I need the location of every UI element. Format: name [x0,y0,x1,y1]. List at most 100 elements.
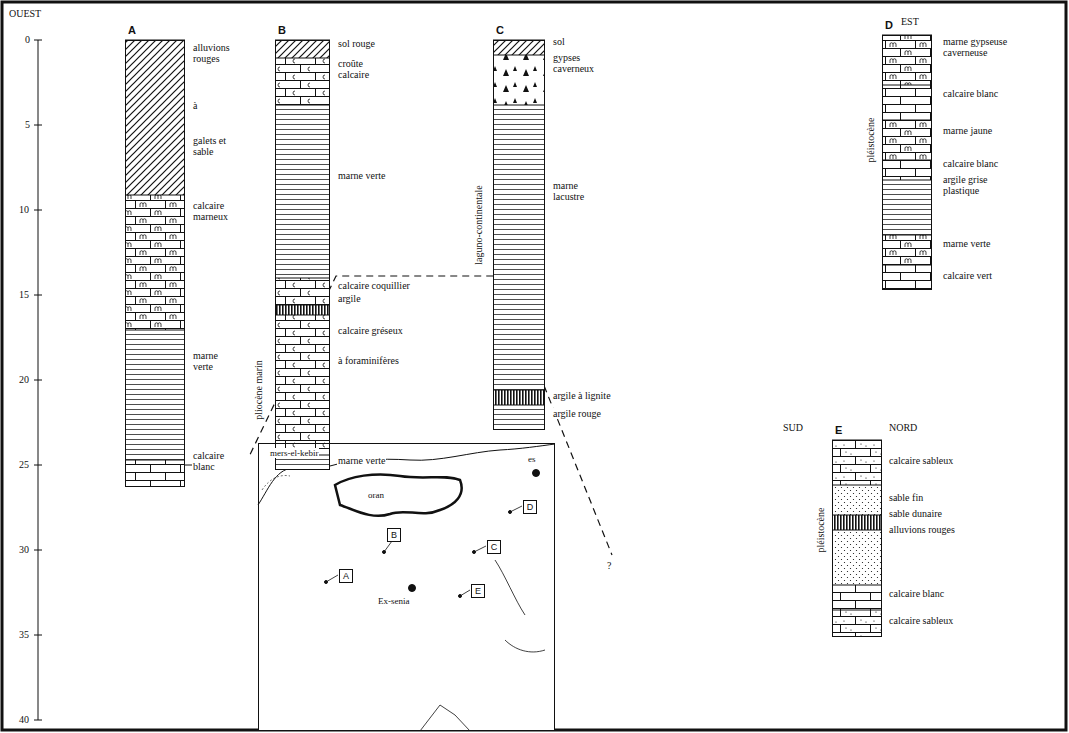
rock-layer [882,235,932,265]
location-marker: A [339,569,353,583]
rock-layer [493,40,545,55]
marker-letter: E [475,586,481,596]
rock-layer [275,278,330,305]
layer-label: calcaire coquillier [337,280,411,291]
layer-boundary [832,515,882,516]
layer-label: EST [900,16,920,27]
layer-label: ? [606,560,612,571]
axis-label: 0 [24,34,31,45]
layer-label: argile à lignite [552,390,612,401]
rock-layer [882,120,932,160]
rock-layer [275,58,330,105]
layer-label: NORD [888,422,918,433]
layer-label: calcaire vert [942,270,993,281]
rock-layer [275,305,330,315]
layer-boundary [275,315,330,316]
marker-letter: B [391,530,397,540]
location-marker: E [471,584,485,598]
layer-label: calcaire marneux [192,200,249,222]
layer-boundary [882,120,932,121]
column-letter: B [278,24,286,36]
location-marker: C [487,540,501,554]
location-map: mers-el-kebiroranEx-seniaesABCDE [258,443,555,731]
map-ground [258,443,555,731]
layer-label: argile [337,293,362,304]
layer-label: SUD [782,422,804,433]
layer-boundary [125,460,185,461]
axis-label: 30 [18,544,30,555]
layer-boundary [493,405,545,406]
axis-label: OUEST [8,8,42,19]
layer-label: calcaire sableux [888,455,954,466]
layer-label: calcaire blanc [942,88,999,99]
marker-letter: D [527,502,534,512]
layer-label: alluvions rouges [192,42,254,64]
layer-label: marne jaune [942,125,993,136]
layer-label: calcaire sableux [888,615,954,626]
layer-label: marne verte [337,455,386,466]
rock-layer [125,40,185,195]
map-drawing [258,444,555,731]
stage-label: pliocène marin [253,359,264,421]
column-letter: E [835,424,842,436]
rock-layer [125,330,185,460]
layer-label: galets et sable [192,135,249,157]
strata-layers [125,35,932,637]
layer-label: marne verte [337,170,386,181]
layer-label: sol rouge [337,38,376,49]
layer-boundary [832,585,882,586]
rock-layer [832,485,882,515]
rock-layer [832,440,882,485]
axis-label: 5 [24,119,31,130]
rock-layer [493,405,545,430]
layer-label: sable fin [888,492,924,503]
layer-boundary [493,55,545,56]
layer-boundary [882,85,932,86]
rock-layer [493,390,545,405]
rock-layer [882,180,932,235]
rock-layer [493,55,545,105]
rock-layer [125,460,185,487]
layer-label: sol [552,36,566,47]
rock-layer [882,265,932,290]
column-letter: D [885,19,893,31]
axis-label: 25 [18,459,30,470]
layer-label: calcaire blanc [192,450,249,472]
rock-layer [832,515,882,530]
column-letter: C [496,24,504,36]
place-name: mers-el-kebir [269,448,319,458]
depth-axis [34,40,42,720]
layer-label: marne lacustre [552,180,604,202]
layer-label: à [192,100,198,111]
layer-label: argile grise plastique [942,174,1004,196]
rock-layer [882,160,932,180]
strata-column: B [275,40,330,470]
stage-label: pléistocène [865,117,876,164]
rock-layer [493,105,545,390]
layer-boundary [832,530,882,531]
marker-letter: A [343,571,349,581]
strata-column: D [882,35,932,290]
layer-boundary [125,330,185,331]
layer-boundary [493,105,545,106]
rock-layer [275,315,330,455]
axis-label: 20 [18,374,30,385]
layer-boundary [493,390,545,391]
rock-layer [275,105,330,278]
rock-layer [275,40,330,58]
layer-label: sable dunaire [888,508,943,519]
layer-label: calcaire blanc [942,158,999,169]
stage-label: laguno-continentale [473,184,484,265]
column-letter: A [128,24,136,36]
rock-layer [882,35,932,85]
axis-label: 40 [18,714,30,725]
layer-boundary [275,278,330,279]
place-name: es [527,454,537,464]
layer-label: alluvions rouges [888,524,956,535]
strata-column: C [493,40,545,430]
layer-boundary [125,195,185,196]
place-name: Ex-senia [377,596,411,606]
stage-label: pléistocène [815,507,826,554]
layer-label: croûte calcaire [337,58,389,80]
